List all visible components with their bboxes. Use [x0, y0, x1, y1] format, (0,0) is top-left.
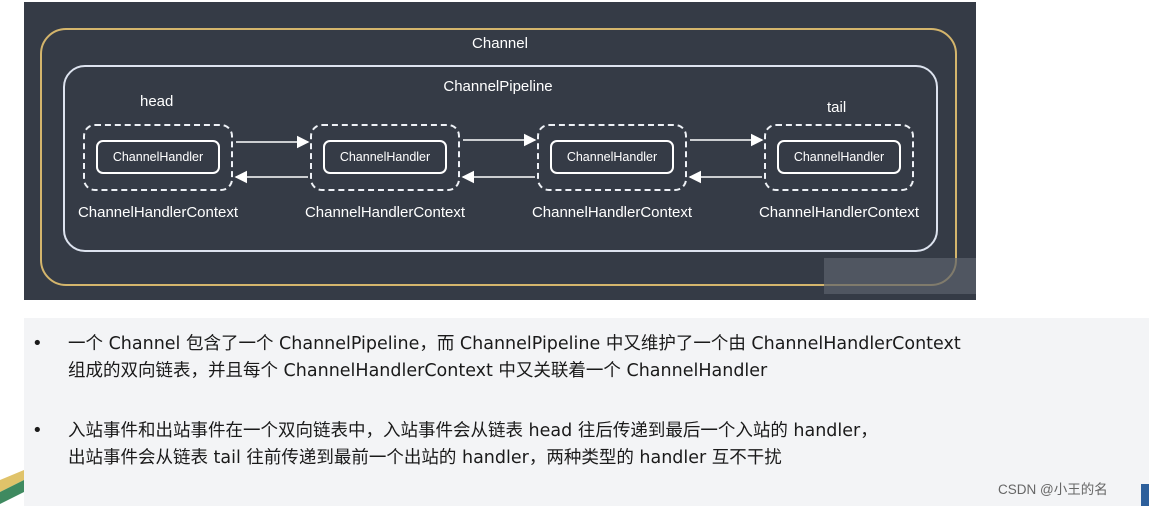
- bullet-text-line: 组成的双向链表，并且每个 ChannelHandlerContext 中又关联着…: [68, 361, 768, 381]
- pipeline-box: [63, 65, 938, 252]
- handler-box-3: ChannelHandler: [550, 140, 674, 174]
- context-box-4: ChannelHandler: [764, 124, 914, 191]
- corner-bar: [1141, 484, 1149, 506]
- context-box-3: ChannelHandler: [537, 124, 687, 191]
- corner-decoration-icon: [0, 470, 24, 504]
- context-label-2: ChannelHandlerContext: [304, 204, 466, 221]
- head-label: head: [140, 93, 174, 110]
- notes-area: • 一个 Channel 包含了一个 ChannelPipeline，而 Cha…: [24, 318, 1149, 506]
- blurred-watermark-patch: [824, 258, 976, 294]
- csdn-watermark: CSDN @小王的名: [998, 482, 1108, 497]
- channel-box: [40, 28, 957, 286]
- link-arrows: [234, 133, 764, 184]
- context-label-4: ChannelHandlerContext: [758, 204, 920, 221]
- pipeline-label: ChannelPipeline: [443, 78, 553, 95]
- diagram-panel: Channel ChannelPipeline head tail Channe…: [24, 2, 976, 300]
- context-box-1: ChannelHandler: [83, 124, 233, 191]
- context-box-2: ChannelHandler: [310, 124, 460, 191]
- bullet-dot: •: [32, 333, 43, 354]
- tail-label: tail: [827, 99, 847, 116]
- handler-box-4: ChannelHandler: [777, 140, 901, 174]
- handler-box-2: ChannelHandler: [323, 140, 447, 174]
- bullet-text-line: 出站事件会从链表 tail 往前传递到最前一个出站的 handler，两种类型的…: [68, 448, 782, 468]
- bullet-dot: •: [32, 420, 43, 441]
- channel-label: Channel: [472, 35, 528, 52]
- bullet-text-line: 入站事件和出站事件在一个双向链表中，入站事件会从链表 head 往后传递到最后一…: [68, 421, 878, 441]
- bullet-text-line: 一个 Channel 包含了一个 ChannelPipeline，而 Chann…: [68, 334, 961, 354]
- handler-box-1: ChannelHandler: [96, 140, 220, 174]
- context-label-1: ChannelHandlerContext: [77, 204, 239, 221]
- context-label-3: ChannelHandlerContext: [531, 204, 693, 221]
